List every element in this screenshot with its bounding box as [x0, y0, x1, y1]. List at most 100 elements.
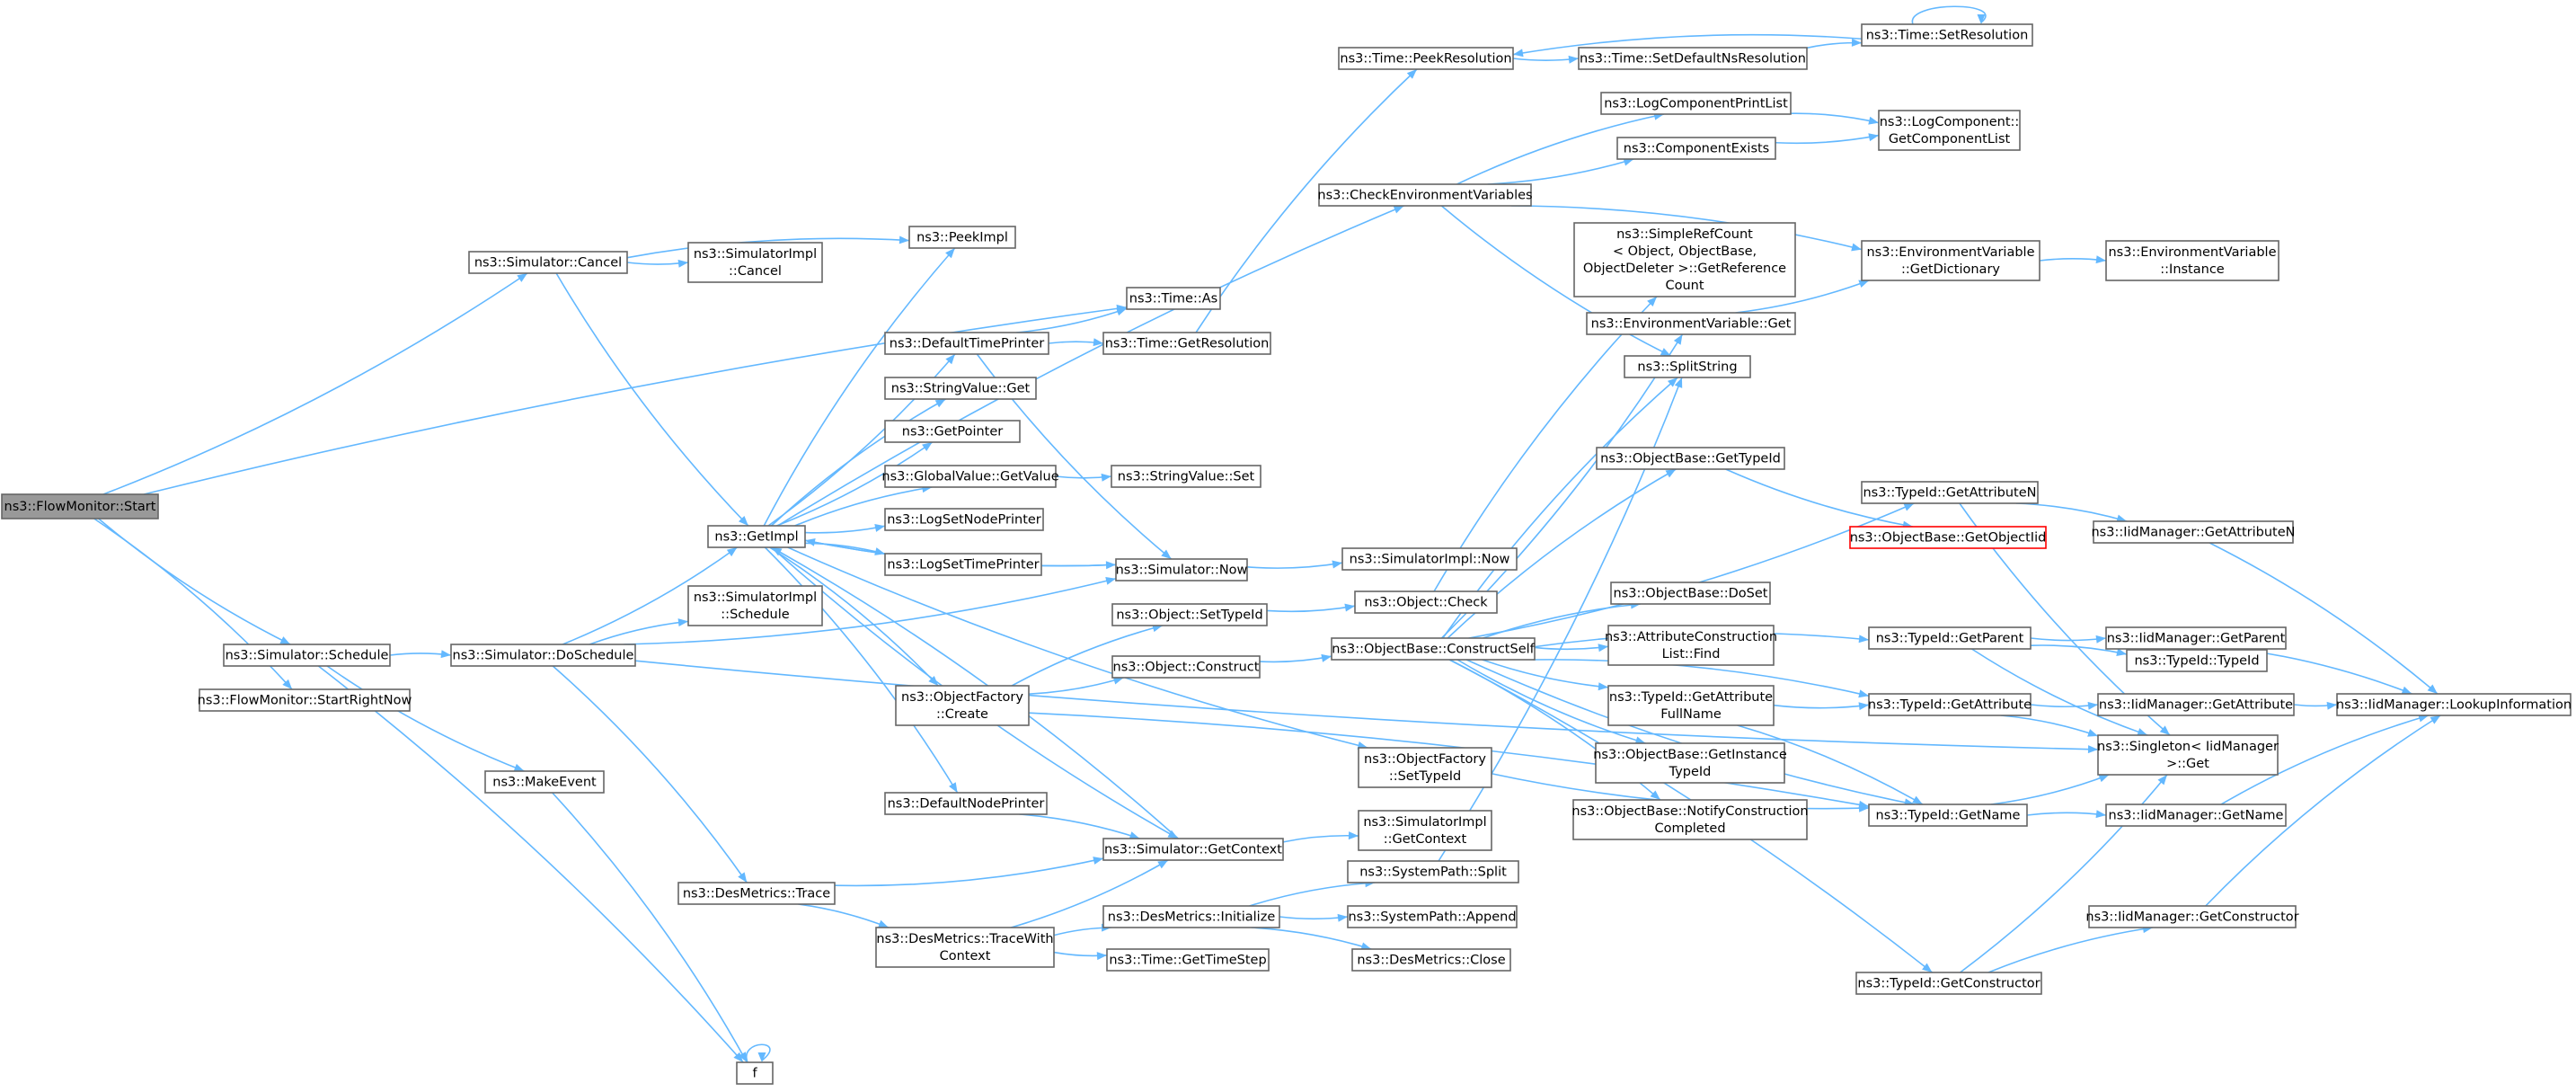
call-edge-arrowhead [2098, 774, 2110, 783]
node-getpointer[interactable]: ns3::GetPointer [884, 420, 1021, 443]
node-objectfactory-create[interactable]: ns3::ObjectFactory::Create [895, 685, 1030, 726]
node-box [1358, 747, 1492, 788]
node-label: TypeId [1669, 765, 1712, 779]
node-simulatorimpl-now[interactable]: ns3::SimulatorImpl::Now [1341, 547, 1518, 571]
node-typeid-typeid[interactable]: ns3::TypeId::TypeId [2126, 649, 2268, 672]
node-logsetnodeprinter[interactable]: ns3::LogSetNodePrinter [884, 508, 1044, 531]
call-edge-time_setresolution-to-time_setresolution [1911, 5, 1987, 25]
call-edge-arrowhead [1667, 377, 1678, 387]
node-typeid-getconstructor[interactable]: ns3::TypeId::GetConstructor [1855, 972, 2042, 995]
call-edge-arrowhead [1112, 676, 1124, 685]
node-flowmonitor-start[interactable]: ns3::FlowMonitor::Start [1, 493, 159, 519]
node-object-construct[interactable]: ns3::Object::Construct [1111, 655, 1261, 679]
node-box [1111, 603, 1268, 626]
node-simplerefcount-getreferencecount[interactable]: ns3::SimpleRefCount< Object, ObjectBase,… [1573, 222, 1796, 297]
node-object-settypeid[interactable]: ns3::Object::SetTypeId [1111, 603, 1268, 626]
node-time-setresolution[interactable]: ns3::Time::SetResolution [1861, 23, 2033, 47]
node-componentexists[interactable]: ns3::ComponentExists [1616, 137, 1776, 160]
call-edge-arrowhead [1851, 243, 1862, 252]
node-iidmanager-getname[interactable]: ns3::IidManager::GetName [2105, 803, 2287, 827]
node-systempath-split[interactable]: ns3::SystemPath::Split [1347, 860, 1519, 883]
node-flowmonitor-startrightnow[interactable]: ns3::FlowMonitor::StartRightNow [198, 688, 412, 712]
node-box [687, 242, 823, 283]
node-objectbase-constructself[interactable]: ns3::ObjectBase::ConstructSelf [1331, 637, 1536, 661]
node-label: ::SetTypeId [1389, 769, 1461, 784]
node-iidmanager-getparent[interactable]: ns3::IidManager::GetParent [2105, 626, 2287, 650]
node-splitstring[interactable]: ns3::SplitString [1624, 355, 1751, 378]
node-globalvalue-getvalue[interactable]: ns3::GlobalValue::GetValue [881, 465, 1059, 488]
node-label: ::Instance [2160, 262, 2225, 277]
node-iidmanager-getconstructor[interactable]: ns3::IidManager::GetConstructor [2085, 905, 2299, 928]
node-logcomponent-getcomponentlist[interactable]: ns3::LogComponent::GetComponentList [1878, 110, 2021, 151]
node-checkenvironmentvariables[interactable]: ns3::CheckEnvironmentVariables [1317, 183, 1533, 207]
node-environmentvariable-get[interactable]: ns3::EnvironmentVariable::Get [1586, 312, 1796, 335]
call-edge-typeid_getattributefullname-to-typeid_getattribute [1773, 704, 1870, 709]
node-time-peekresolution[interactable]: ns3::Time::PeekResolution [1338, 47, 1514, 70]
call-edge-arrowhead [1096, 952, 1107, 961]
node-getimpl[interactable]: ns3::GetImpl [707, 525, 806, 548]
node-simulator-getcontext[interactable]: ns3::Simulator::GetContext [1102, 838, 1284, 861]
node-stringvalue-set[interactable]: ns3::StringValue::Set [1111, 465, 1261, 488]
node-time-gettimestep[interactable]: ns3::Time::GetTimeStep [1106, 948, 1270, 972]
call-edge-arrowhead [1568, 55, 1579, 64]
node-logcomponentprintlist[interactable]: ns3::LogComponentPrintList [1600, 92, 1792, 115]
node-simulatorimpl-cancel[interactable]: ns3::SimulatorImpl::Cancel [687, 242, 823, 283]
node-simulator-now[interactable]: ns3::Simulator::Now [1115, 558, 1248, 582]
node-label: ns3::TypeId::GetName [1876, 809, 2021, 823]
node-objectfactory-settypeid[interactable]: ns3::ObjectFactory::SetTypeId [1358, 747, 1492, 788]
call-edge-typeid_getparent-to-singleton_get [1971, 648, 2148, 736]
node-defaultnodeprinter[interactable]: ns3::DefaultNodePrinter [884, 792, 1048, 815]
node-time-getresolution[interactable]: ns3::Time::GetResolution [1102, 332, 1271, 355]
node-logsettimeprinter[interactable]: ns3::LogSetTimePrinter [884, 553, 1042, 576]
node-desmetrics-initialize[interactable]: ns3::DesMetrics::Initialize [1102, 905, 1280, 928]
node-iidmanager-lookupinformation[interactable]: ns3::IidManager::LookupInformation [2336, 693, 2572, 716]
call-edge-arrowhead [1851, 38, 1862, 47]
node-typeid-getattributen[interactable]: ns3::TypeId::GetAttributeN [1861, 481, 2039, 504]
node-defaulttimeprinter[interactable]: ns3::DefaultTimePrinter [884, 332, 1049, 355]
node-desmetrics-close[interactable]: ns3::DesMetrics::Close [1351, 948, 1511, 972]
call-edge-arrowhead [2095, 810, 2106, 819]
node-time-as[interactable]: ns3::Time::As [1126, 287, 1221, 310]
node-objectbase-doset[interactable]: ns3::ObjectBase::DoSet [1610, 582, 1771, 605]
call-edge-simulator_getcontext-to-simulatorimpl_getcontext [1282, 834, 1359, 843]
node-label: ::GetContext [1384, 832, 1467, 847]
node-objectbase-notifyconstructioncompleted[interactable]: ns3::ObjectBase::NotifyConstructionCompl… [1571, 799, 1809, 840]
call-edge-typeid_getattributefullname-to-typeid_getname [1737, 724, 1924, 805]
node-f[interactable]: f [736, 1061, 774, 1085]
node-makeevent[interactable]: ns3::MakeEvent [484, 770, 605, 794]
node-peekimpl[interactable]: ns3::PeekImpl [908, 226, 1016, 249]
call-edge-arrowhead [513, 763, 525, 772]
node-simulator-schedule[interactable]: ns3::Simulator::Schedule [223, 644, 391, 667]
node-time-setdefaultnsresolution[interactable]: ns3::Time::SetDefaultNsResolution [1578, 47, 1808, 70]
node-environmentvariable-getdictionary[interactable]: ns3::EnvironmentVariable::GetDictionary [1861, 240, 2040, 281]
node-simulatorimpl-schedule[interactable]: ns3::SimulatorImpl::Schedule [687, 585, 823, 626]
node-simulator-doschedule[interactable]: ns3::Simulator::DoSchedule [450, 644, 636, 667]
node-iidmanager-getattributen[interactable]: ns3::IidManager::GetAttributeN [2091, 520, 2296, 544]
node-object-check[interactable]: ns3::Object::Check [1354, 590, 1498, 614]
node-systempath-append[interactable]: ns3::SystemPath::Append [1347, 905, 1518, 928]
node-typeid-getattribute[interactable]: ns3::TypeId::GetAttribute [1868, 693, 2032, 716]
node-simulatorimpl-getcontext[interactable]: ns3::SimulatorImpl::GetContext [1358, 810, 1492, 851]
node-singleton-get[interactable]: ns3::Singleton< IidManager>::Get [2097, 734, 2279, 776]
node-simulator-cancel[interactable]: ns3::Simulator::Cancel [468, 251, 628, 274]
call-edge-desmetrics_initialize-to-desmetrics_close [1251, 927, 1372, 950]
node-iidmanager-getattribute[interactable]: ns3::IidManager::GetAttribute [2097, 693, 2295, 716]
call-edge-arrowhead [1912, 795, 1923, 804]
node-box [1855, 972, 2042, 995]
call-edge-flowmonitor_start-to-simulator_schedule [98, 518, 291, 645]
node-typeid-getname[interactable]: ns3::TypeId::GetName [1868, 803, 2028, 827]
node-environmentvariable-instance[interactable]: ns3::EnvironmentVariable::Instance [2105, 240, 2279, 281]
node-stringvalue-get[interactable]: ns3::StringValue::Get [884, 377, 1037, 400]
call-edge-typeid_getconstructor-to-singleton_get [1960, 774, 2168, 973]
call-edge-simulator_doschedule-to-singleton_get [634, 660, 2099, 750]
node-typeid-getparent[interactable]: ns3::TypeId::GetParent [1868, 626, 2032, 650]
call-edge-environmentvariable_getdictionary-to-environmentvariable_instance [2039, 258, 2107, 262]
call-edge-object_construct-to-objectbase_constructself [1259, 655, 1332, 663]
node-objectbase-gettypeid[interactable]: ns3::ObjectBase::GetTypeId [1596, 447, 1785, 470]
node-desmetrics-trace[interactable]: ns3::DesMetrics::Trace [677, 882, 836, 905]
node-objectbase-getobjectiid[interactable]: ns3::ObjectBase::GetObjectIid [1849, 526, 2047, 549]
